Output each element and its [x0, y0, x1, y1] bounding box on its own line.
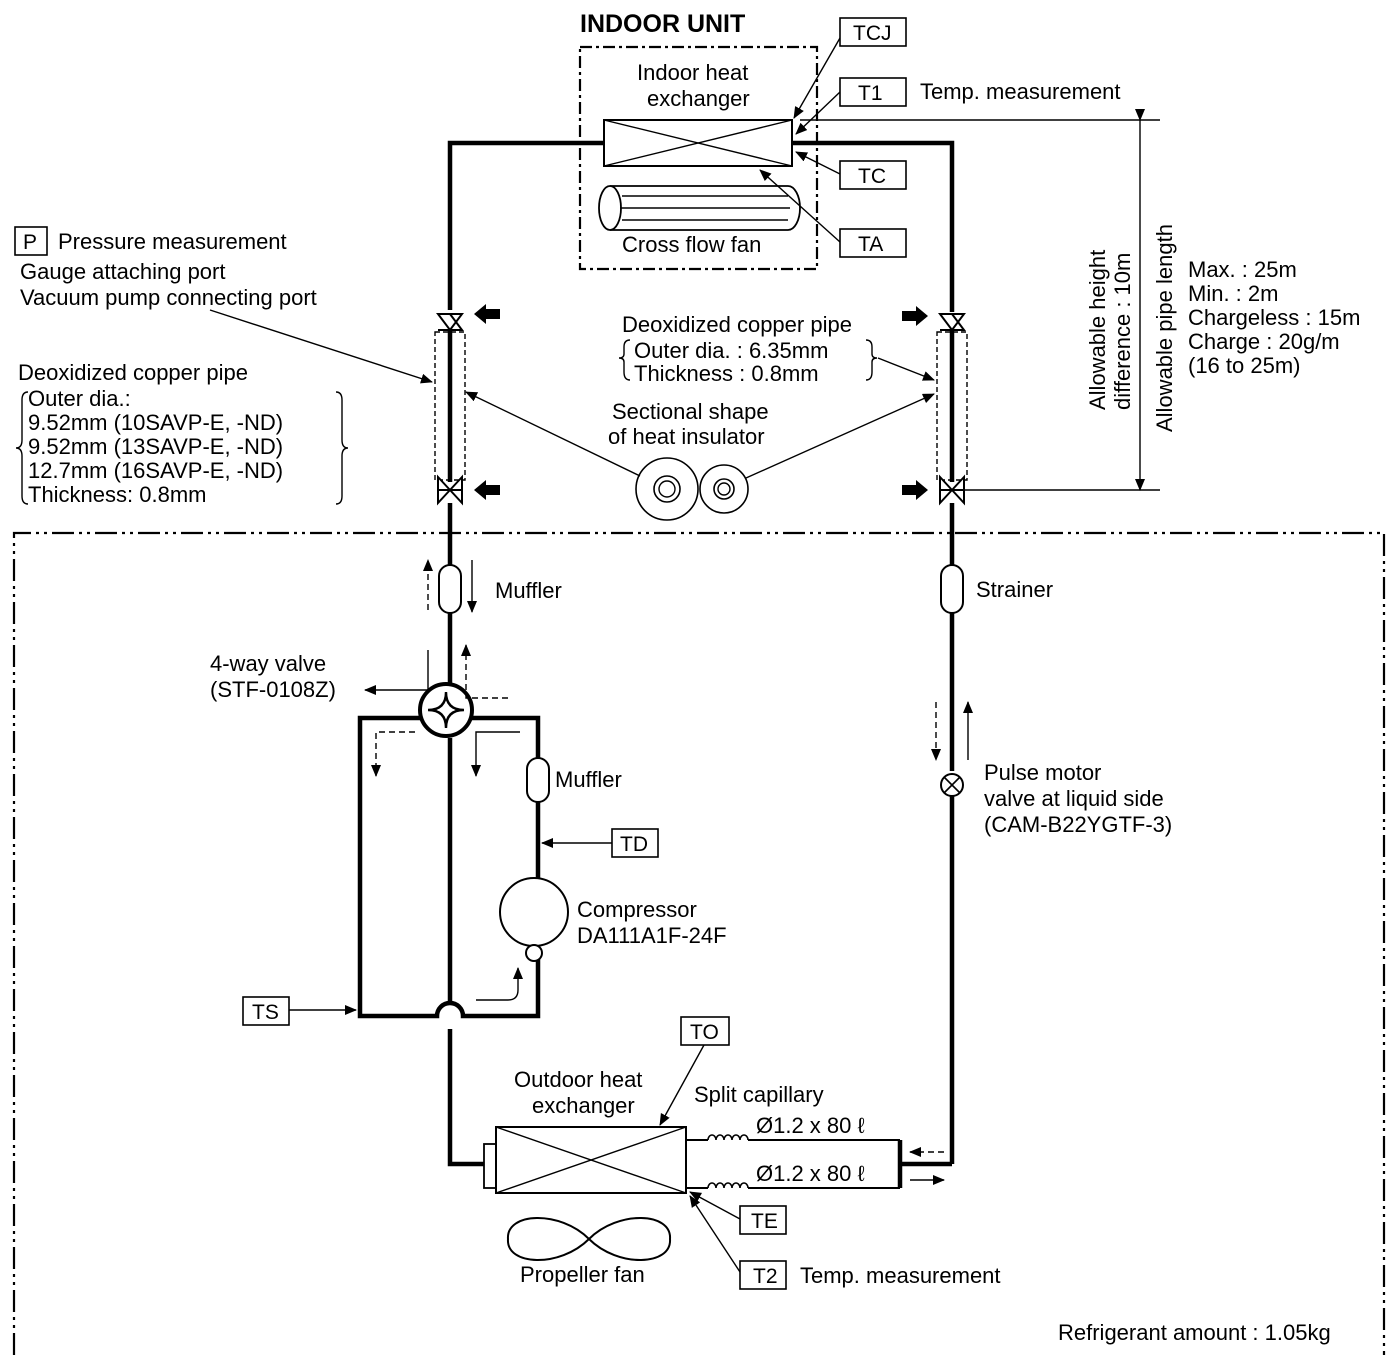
split-capillary-label: Split capillary [694, 1082, 824, 1107]
allowable-pipe-length: Allowable pipe length [1152, 224, 1177, 432]
left-pipe-line-2: 9.52mm (13SAVP-E, -ND) [28, 434, 283, 459]
right-pipe-title: Deoxidized copper pipe [622, 312, 852, 337]
cross-flow-fan-label: Cross flow fan [622, 232, 761, 257]
left-pipe-line-3: 12.7mm (16SAVP-E, -ND) [28, 458, 283, 483]
tcj-sensor-tag [839, 17, 907, 47]
right-arrow-top [902, 306, 928, 326]
p-sensor-tag [14, 226, 48, 256]
right-pipe-brace-right [865, 339, 878, 381]
tc-sensor-label: TC [858, 165, 886, 188]
left-pipe-brace-left [15, 391, 29, 505]
propeller-fan-label: Propeller fan [520, 1262, 645, 1287]
pressure-measurement: Pressure measurement [58, 229, 287, 254]
four-way-to-muffler [472, 715, 541, 758]
four-way-valve [418, 682, 474, 738]
t1-temp-measurement: Temp. measurement [920, 79, 1121, 104]
capillary-bottom [686, 1182, 900, 1189]
left-pipe-brace-right [335, 391, 349, 505]
indoor-hx-label-2: exchanger [647, 86, 750, 111]
td-sensor-label: TD [620, 833, 648, 856]
t1-sensor-label: T1 [858, 82, 883, 105]
insulator-label-2: of heat insulator [608, 424, 765, 449]
allowable-spec-2: Chargeless : 15m [1188, 305, 1360, 330]
ts-sensor-tag [242, 996, 290, 1026]
left-pipe-line-1: 9.52mm (10SAVP-E, -ND) [28, 410, 283, 435]
propeller-fan [506, 1217, 672, 1261]
right-pipe-brace-left [618, 339, 631, 381]
allowable-height-2: difference : 10m [1110, 253, 1135, 410]
left-pipe-title: Deoxidized copper pipe [18, 360, 248, 385]
four-way-label-2: (STF-0108Z) [210, 677, 336, 702]
right-pipe-outer: Outer dia. : 6.35mm [634, 338, 828, 363]
pmv-label-3: (CAM-B22YGTF-3) [984, 812, 1172, 837]
four-way-label-1: 4-way valve [210, 651, 326, 676]
pmv-label-1: Pulse motor [984, 760, 1101, 785]
indoor-heat-exchanger [603, 119, 793, 167]
capillary-top [686, 1134, 900, 1141]
outdoor-unit-boundary [12, 531, 1386, 1355]
muffler-top-label: Muffler [495, 578, 562, 603]
outdoor-hx-label-1: Outdoor heat [514, 1067, 642, 1092]
capillary-2-label: Ø1.2 x 80 ℓ [756, 1161, 866, 1186]
te-sensor-tag [739, 1205, 787, 1235]
te-sensor-label: TE [751, 1210, 778, 1233]
allowable-spec-1: Min. : 2m [1188, 281, 1278, 306]
tc-sensor-tag [839, 160, 907, 190]
tcj-sensor-label: TCJ [853, 22, 892, 45]
right-service-valve-top [938, 313, 966, 332]
ta-sensor-label: TA [858, 233, 883, 256]
insulator-section-large [635, 457, 699, 521]
pulse-motor-valve [940, 773, 964, 797]
left-arrow-top [474, 304, 500, 324]
outdoor-hx-label-2: exchanger [532, 1093, 635, 1118]
compressor-label-1: Compressor [577, 897, 697, 922]
outdoor-heat-exchanger [483, 1126, 687, 1194]
refrigerant-amount: Refrigerant amount : 1.05kg [1058, 1320, 1331, 1345]
vacuum-port: Vacuum pump connecting port [20, 285, 317, 310]
indoor-hx-label-1: Indoor heat [637, 60, 748, 85]
indoor-unit-title: INDOOR UNIT [580, 10, 745, 38]
right-service-valve-bottom [939, 474, 965, 506]
allowable-spec-3: Charge : 20g/m [1188, 329, 1340, 354]
compressor [499, 877, 569, 962]
t2-temp-measurement: Temp. measurement [800, 1263, 1001, 1288]
indoor-pipe-right [792, 140, 955, 312]
pmv-label-2: valve at liquid side [984, 786, 1164, 811]
left-arrow-bottom [474, 480, 500, 500]
to-sensor-label: TO [690, 1021, 719, 1044]
to-sensor-tag [680, 1016, 730, 1046]
t2-sensor-tag [739, 1260, 787, 1290]
left-loop-pipe [357, 715, 541, 1019]
muffler-top [438, 564, 462, 614]
strainer [940, 564, 964, 614]
right-arrow-bottom [902, 480, 928, 500]
p-sensor-label: P [23, 231, 37, 254]
insulator-label-1: Sectional shape [612, 399, 769, 424]
allowable-height-1: Allowable height [1085, 250, 1110, 410]
right-pipe-thickness: Thickness : 0.8mm [634, 361, 819, 386]
compressor-label-2: DA111A1F-24F [577, 923, 727, 948]
muffler-middle [526, 757, 550, 803]
left-service-valve-top [436, 313, 464, 332]
capillary-1-label: Ø1.2 x 80 ℓ [756, 1113, 866, 1138]
strainer-label: Strainer [976, 577, 1053, 602]
gauge-port: Gauge attaching port [20, 259, 225, 284]
indoor-unit-boundary [578, 45, 819, 271]
left-pipe-line-0: Outer dia.: [28, 386, 131, 411]
cross-flow-fan [598, 185, 801, 231]
ta-sensor-tag [839, 228, 907, 258]
left-pipe-line-4: Thickness: 0.8mm [28, 482, 207, 507]
ts-sensor-label: TS [252, 1001, 279, 1024]
indoor-pipe-top [447, 140, 604, 310]
left-service-valve-bottom [437, 474, 463, 506]
t2-sensor-label: T2 [753, 1265, 778, 1288]
td-sensor-tag [611, 828, 659, 858]
allowable-spec-4: (16 to 25m) [1188, 353, 1301, 378]
muffler-middle-label: Muffler [555, 767, 622, 792]
insulator-section-small [699, 464, 749, 514]
allowable-spec-0: Max. : 25m [1188, 257, 1297, 282]
